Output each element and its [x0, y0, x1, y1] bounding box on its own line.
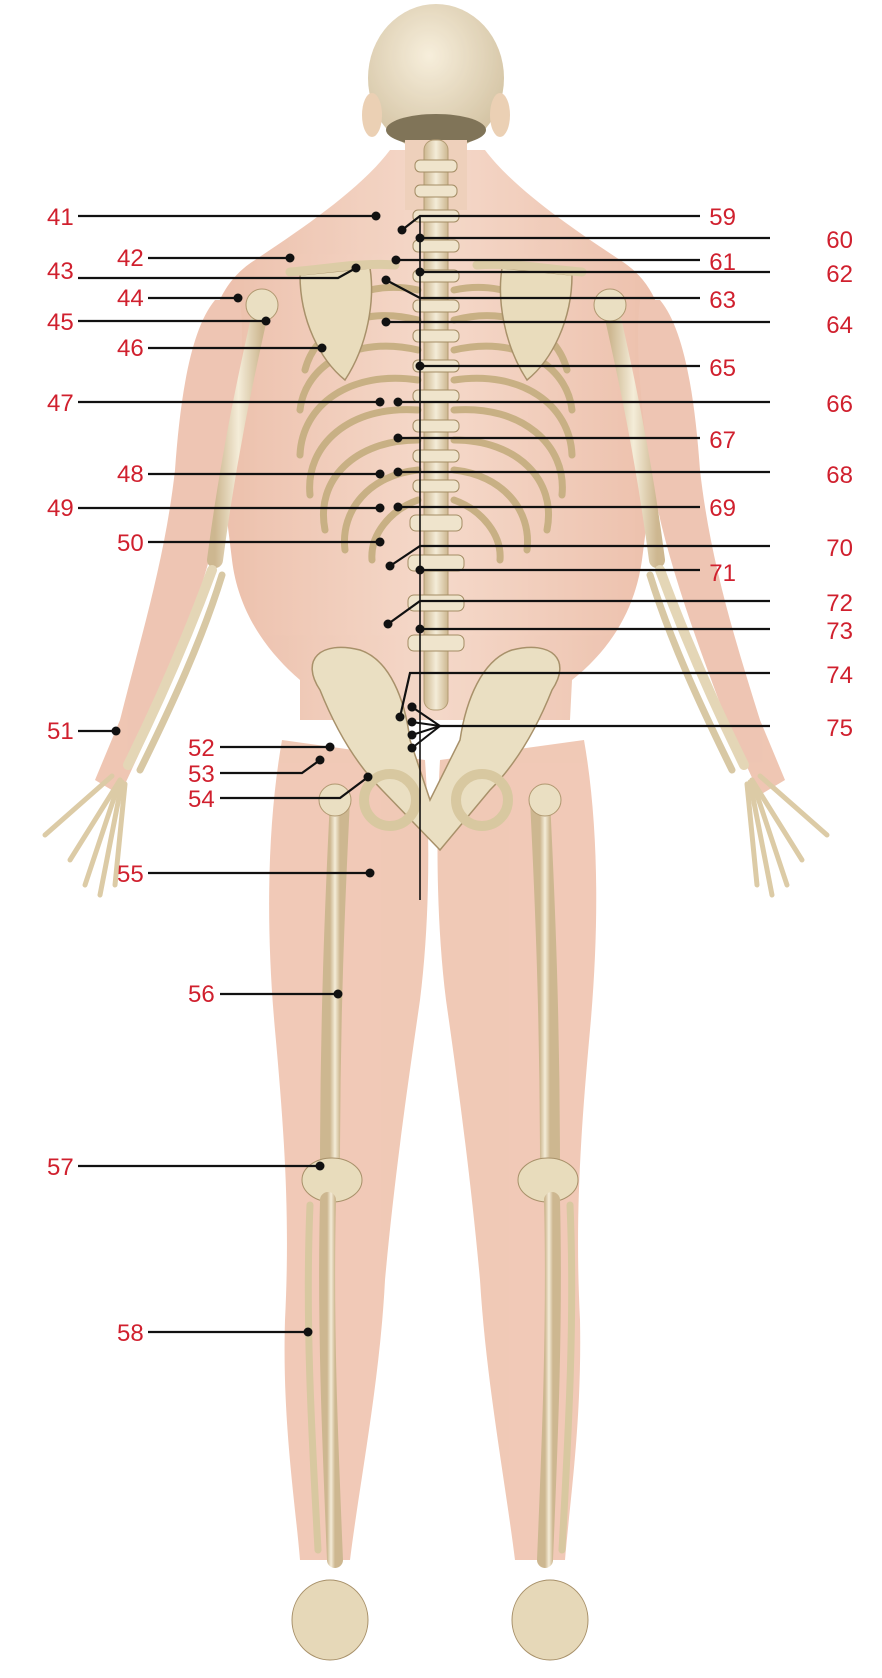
callout-label-59: 59 — [709, 204, 736, 231]
callout-label-67: 67 — [709, 427, 736, 454]
leader-dot-75 — [408, 731, 417, 740]
leader-dot-58 — [304, 1328, 313, 1337]
leader-dot-62 — [416, 268, 425, 277]
leader-dot-41 — [372, 212, 381, 221]
callout-label-69: 69 — [709, 495, 736, 522]
callout-label-74: 74 — [826, 662, 853, 689]
callout-label-51: 51 — [47, 718, 74, 745]
leader-dot-73 — [416, 625, 425, 634]
leader-dot-63 — [382, 276, 391, 285]
leader-dot-71 — [416, 566, 425, 575]
leader-dot-68 — [394, 468, 403, 477]
left-foot — [292, 1580, 368, 1660]
right-hand — [747, 776, 827, 895]
callout-label-42: 42 — [117, 245, 144, 272]
leader-dot-56 — [334, 990, 343, 999]
callout-label-43: 43 — [47, 258, 74, 285]
callout-label-60: 60 — [826, 227, 853, 254]
leader-dot-54 — [364, 773, 373, 782]
leader-dot-69 — [394, 503, 403, 512]
leader-dot-51 — [112, 727, 121, 736]
leader-dot-45 — [262, 317, 271, 326]
callout-label-65: 65 — [709, 355, 736, 382]
callout-label-48: 48 — [117, 461, 144, 488]
callout-label-75: 75 — [826, 715, 853, 742]
leader-dot-66 — [394, 398, 403, 407]
leader-dot-57 — [316, 1162, 325, 1171]
leader-dot-61 — [392, 256, 401, 265]
leader-dot-72 — [384, 620, 393, 629]
callout-label-70: 70 — [826, 535, 853, 562]
callout-label-52: 52 — [188, 735, 215, 762]
leader-dot-67 — [394, 434, 403, 443]
callout-label-50: 50 — [117, 530, 144, 557]
leader-dot-74 — [396, 713, 405, 722]
leader-dot-42 — [286, 254, 295, 263]
callout-label-71: 71 — [709, 560, 736, 587]
callout-label-54: 54 — [188, 786, 215, 813]
callout-label-58: 58 — [117, 1320, 144, 1347]
leader-dot-59 — [398, 226, 407, 235]
leader-dot-75 — [408, 718, 417, 727]
callout-label-64: 64 — [826, 312, 853, 339]
callout-label-66: 66 — [826, 391, 853, 418]
leader-dot-49 — [376, 504, 385, 513]
callout-label-41: 41 — [47, 204, 74, 231]
leader-dot-50 — [376, 538, 385, 547]
leader-dot-70 — [386, 562, 395, 571]
left-hand — [45, 776, 125, 895]
callout-label-46: 46 — [117, 335, 144, 362]
right-foot — [512, 1580, 588, 1660]
callout-label-56: 56 — [188, 981, 215, 1008]
leader-dot-60 — [416, 234, 425, 243]
leader-dot-53 — [316, 756, 325, 765]
leader-dot-75 — [408, 744, 417, 753]
leader-dot-46 — [318, 344, 327, 353]
callout-label-68: 68 — [826, 462, 853, 489]
leader-dot-55 — [366, 869, 375, 878]
callout-label-49: 49 — [47, 495, 74, 522]
callout-label-57: 57 — [47, 1154, 74, 1181]
callout-label-72: 72 — [826, 590, 853, 617]
callout-label-63: 63 — [709, 287, 736, 314]
callout-label-45: 45 — [47, 309, 74, 336]
leader-dot-64 — [382, 318, 391, 327]
leader-dot-75 — [408, 703, 417, 712]
callout-label-55: 55 — [117, 861, 144, 888]
leader-dot-65 — [416, 362, 425, 371]
callout-label-62: 62 — [826, 261, 853, 288]
leader-dot-44 — [234, 294, 243, 303]
callout-label-53: 53 — [188, 761, 215, 788]
callout-label-73: 73 — [826, 618, 853, 645]
callout-label-47: 47 — [47, 390, 74, 417]
leader-dot-47 — [376, 398, 385, 407]
callout-label-44: 44 — [117, 285, 144, 312]
leader-dot-48 — [376, 470, 385, 479]
leader-branch-75 — [412, 726, 440, 748]
leader-dot-52 — [326, 743, 335, 752]
leader-dot-43 — [352, 264, 361, 273]
